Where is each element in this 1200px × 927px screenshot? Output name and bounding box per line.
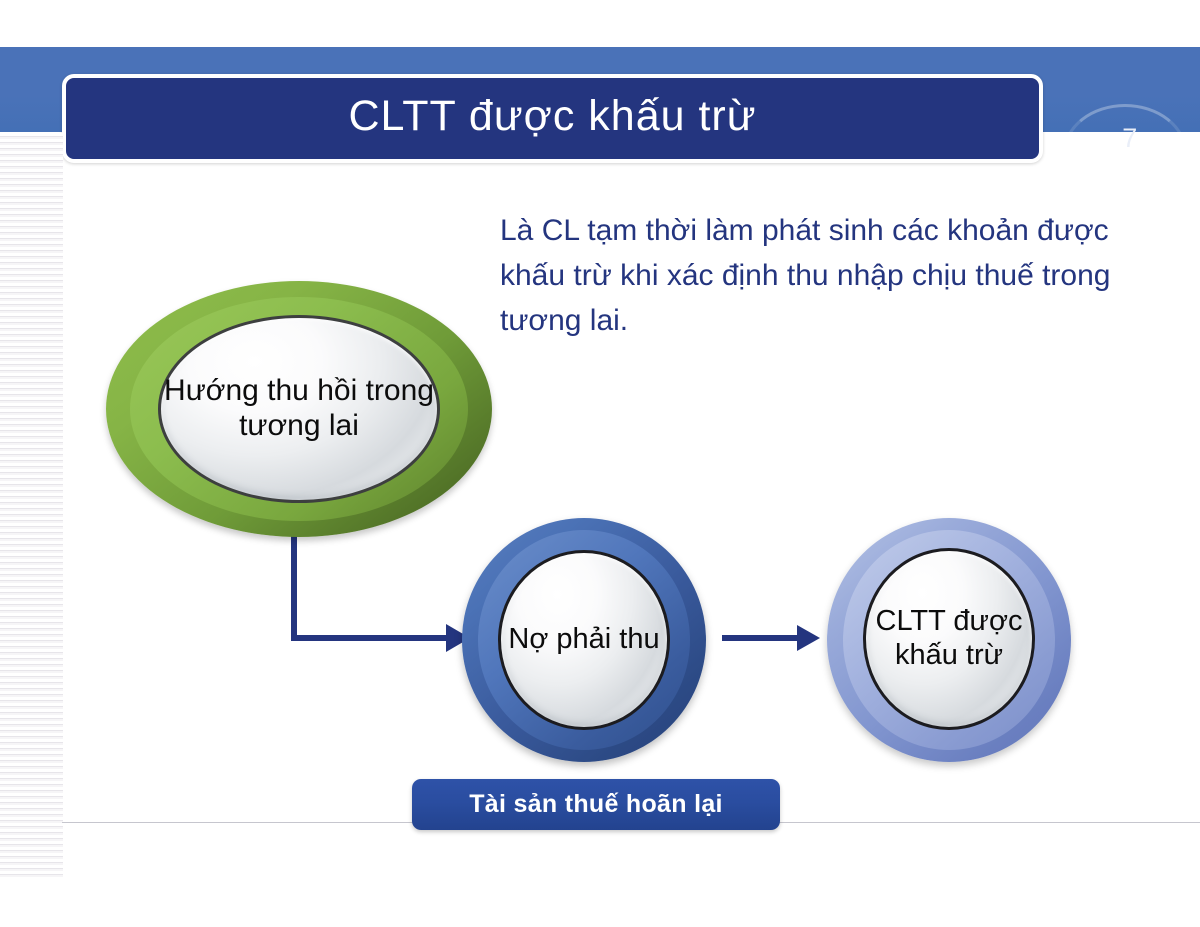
light-blue-node-face: CLTT được khấu trừ — [863, 548, 1035, 730]
page-title: CLTT được khấu trừ — [348, 92, 757, 140]
elbow-green-to-blue-connector — [291, 530, 470, 652]
bottom-banner: Tài sản thuế hoãn lại — [412, 779, 780, 830]
green-node-face: Hướng thu hồi trong tương lai — [158, 315, 440, 503]
diagram-node-label: CLTT được khấu trừ — [875, 605, 1023, 671]
body-paragraph: Là CL tạm thời làm phát sinh các khoản đ… — [500, 214, 1111, 337]
sidebar-stripe-decoration — [0, 133, 63, 877]
diagram-node-cltt-duoc-khau-tru[interactable]: CLTT được khấu trừ — [827, 518, 1071, 762]
blue-node-face: Nợ phải thu — [498, 550, 670, 730]
diagram-node-label: Hướng thu hồi trong tương lai — [164, 374, 434, 442]
diagram-node-no-phai-thu[interactable]: Nợ phải thu — [462, 518, 706, 762]
slide-title-plate: CLTT được khấu trừ — [62, 74, 1043, 163]
page-number: 7 — [1122, 123, 1138, 153]
arrow-blue-to-light-connector — [722, 625, 820, 651]
diagram-node-huong-thu-hoi[interactable]: Hướng thu hồi trong tương lai — [106, 281, 492, 537]
bottom-banner-label: Tài sản thuế hoãn lại — [469, 790, 723, 818]
diagram-node-label: Nợ phải thu — [508, 623, 660, 656]
